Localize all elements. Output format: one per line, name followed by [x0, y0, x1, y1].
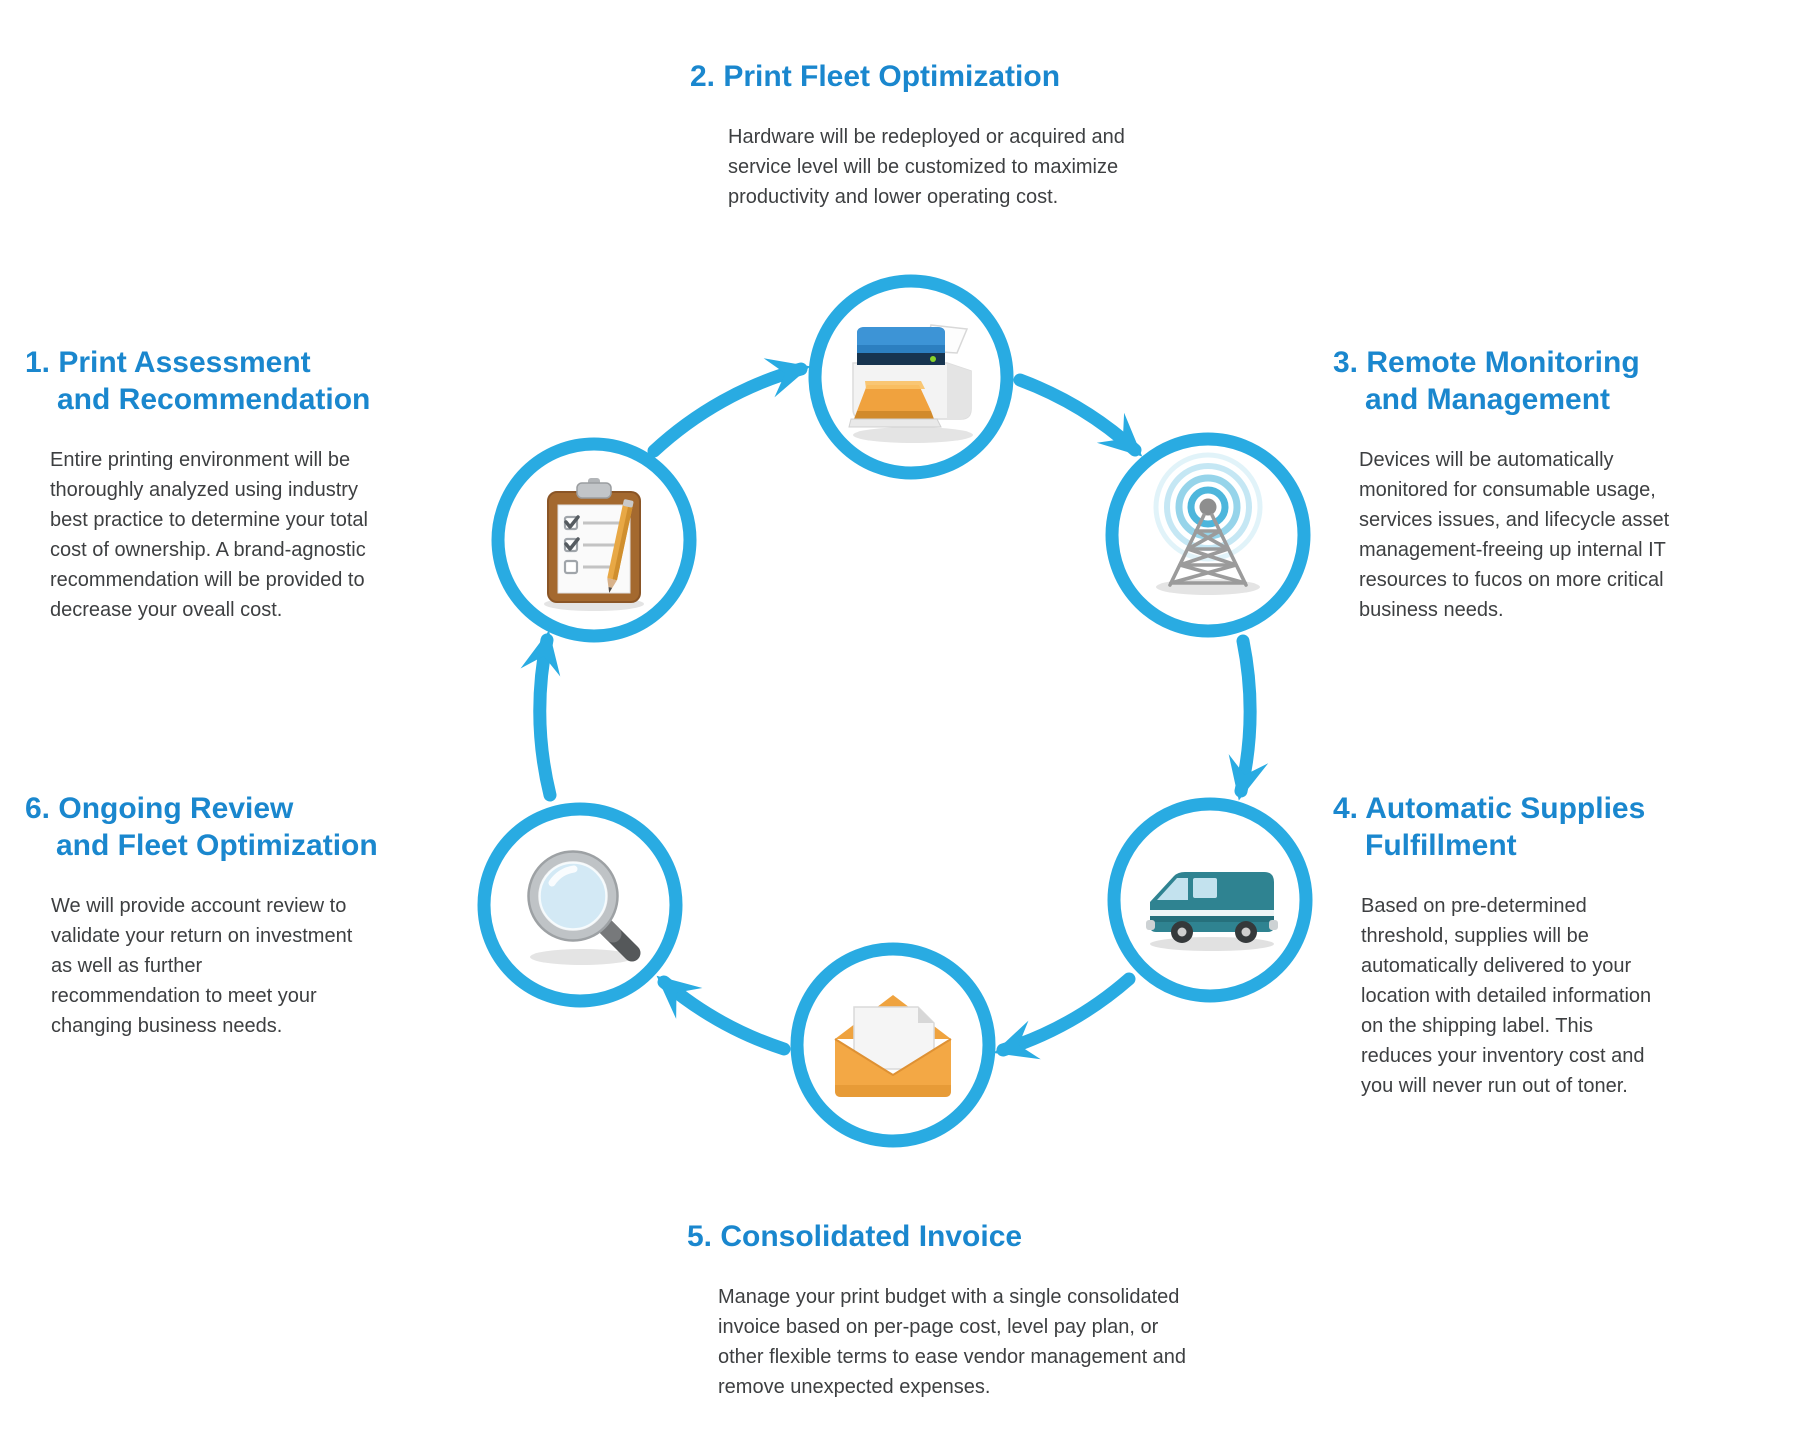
pencil-icon	[607, 499, 634, 593]
step-6-title-line2: and Fleet Optimization	[56, 829, 378, 862]
step-5-title-line1: 5. Consolidated Invoice	[687, 1220, 1023, 1253]
arrow-step4-to-step5	[993, 972, 1136, 1060]
step-1-title: 1. Print Assessment and Recommendation	[25, 344, 395, 418]
step-5-description: Manage your print budget with a single c…	[718, 1286, 1187, 1398]
step-4-description: Based on pre-determined threshold, suppl…	[1361, 895, 1652, 1097]
step-2-title-line1: 2. Print Fleet Optimization	[690, 60, 1061, 93]
step-2-description: Hardware will be redeployed or acquired …	[728, 126, 1125, 208]
delivery-van-icon	[1146, 872, 1278, 951]
step-3-title: 3. Remote Monitoring and Management	[1333, 344, 1689, 418]
arrow-step6-to-step1	[520, 630, 561, 802]
step-1-text-block: 1. Print Assessment and Recommendation E…	[25, 344, 395, 625]
step-6-text-block: 6. Ongoing Review and Fleet Optimization…	[25, 790, 378, 1041]
arrow-step1-to-step2	[647, 358, 811, 458]
cycle-arrows	[520, 358, 1269, 1060]
step-2-title: 2. Print Fleet Optimization	[690, 58, 1143, 95]
step-4-title: 4. Automatic Supplies Fulfillment	[1333, 790, 1661, 864]
step-4-text-block: 4. Automatic Supplies Fulfillment Based …	[1333, 790, 1661, 1101]
step-4-title-line2: Fulfillment	[1365, 829, 1517, 862]
arrow-step5-to-step6	[656, 975, 791, 1056]
step-6-description: We will provide account review to valida…	[51, 895, 353, 1037]
arrow-step2-to-step3	[1013, 373, 1143, 457]
step-6-title: 6. Ongoing Review and Fleet Optimization	[25, 790, 378, 864]
clipboard-checklist-icon	[544, 478, 644, 611]
step-2-text-block: 2. Print Fleet Optimization Hardware wil…	[690, 58, 1143, 212]
step-3-text-block: 3. Remote Monitoring and Management Devi…	[1333, 344, 1689, 625]
step-6-title-line1: 6. Ongoing Review	[25, 792, 294, 825]
radio-tower-icon	[1153, 452, 1263, 595]
magnifier-icon	[527, 850, 641, 965]
step-3-title-line1: 3. Remote Monitoring	[1333, 346, 1640, 379]
step-1-title-line1: 1. Print Assessment	[25, 346, 311, 379]
step-5-text-block: 5. Consolidated Invoice Manage your prin…	[687, 1218, 1193, 1402]
step-3-description: Devices will be automatically monitored …	[1359, 449, 1670, 621]
step-5-title: 5. Consolidated Invoice	[687, 1218, 1193, 1255]
step-1-description: Entire printing environment will be thor…	[50, 449, 368, 621]
step-1-title-line2: and Recommendation	[57, 383, 371, 416]
printer-icon	[848, 324, 973, 443]
step-4-title-line1: 4. Automatic Supplies	[1333, 792, 1646, 825]
arrow-step3-to-step4	[1228, 634, 1269, 801]
envelope-invoice-icon	[834, 995, 952, 1097]
step-3-title-line2: and Management	[1365, 383, 1611, 416]
